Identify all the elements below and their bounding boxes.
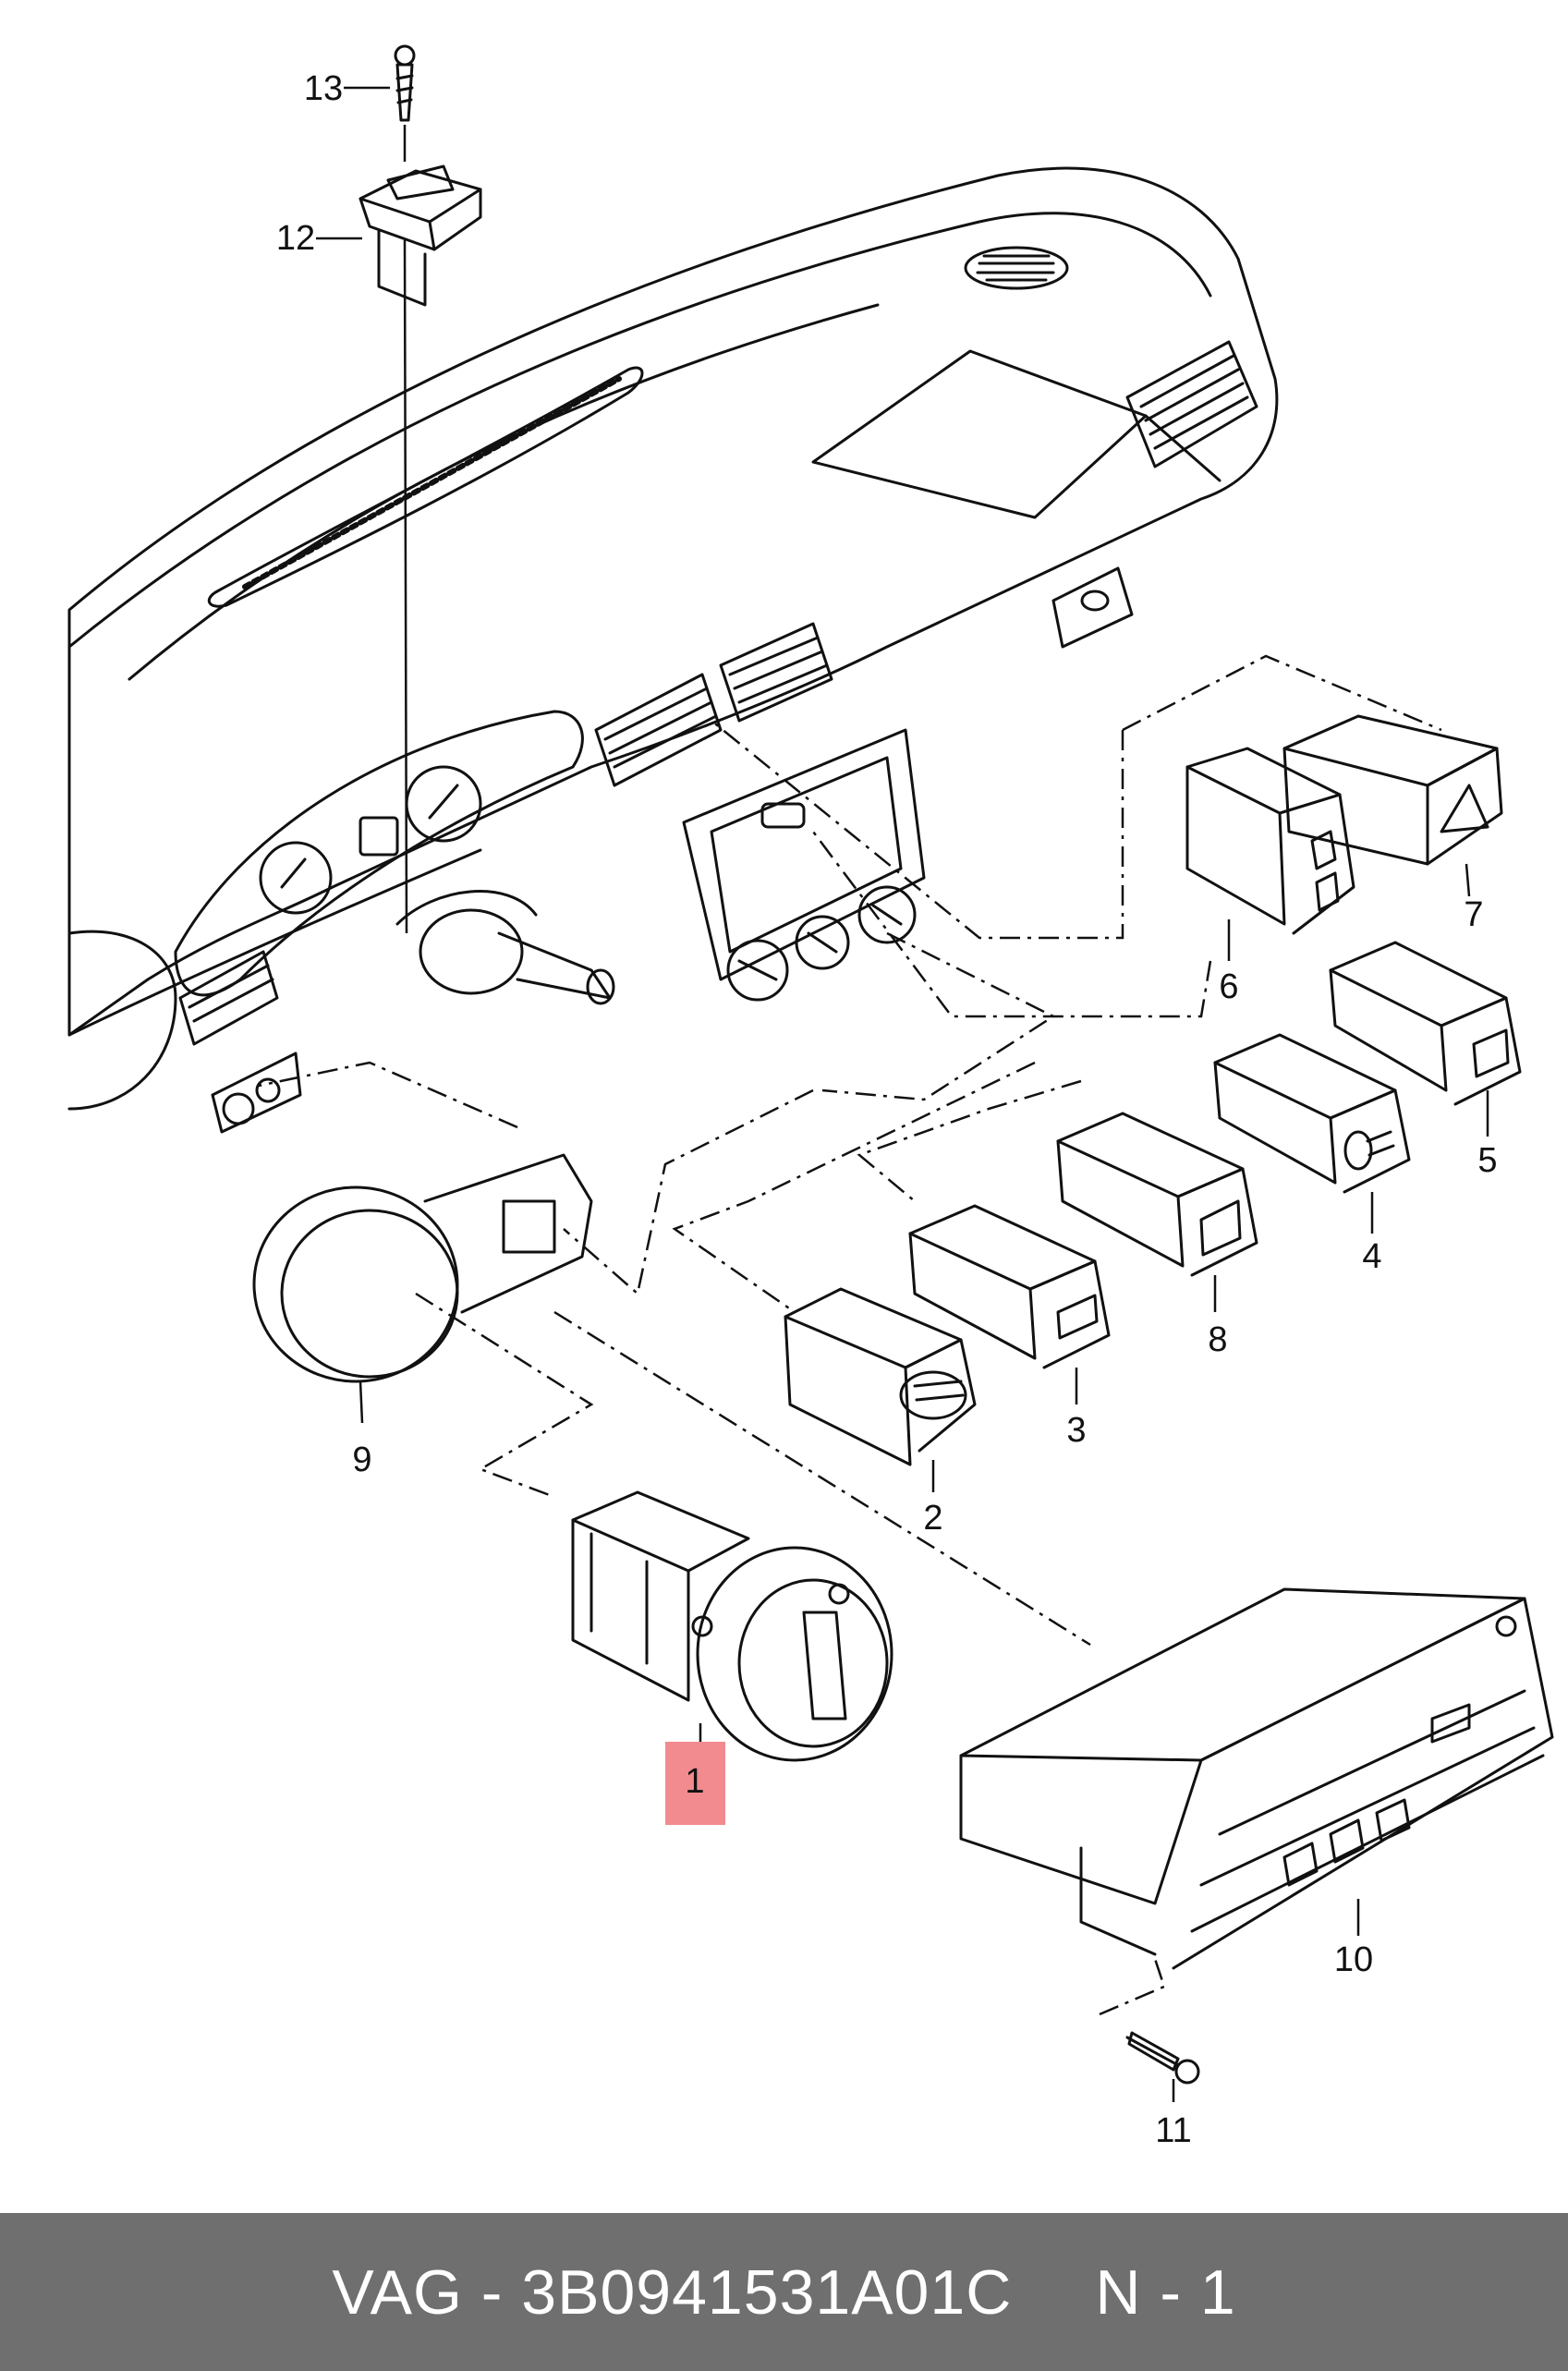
part-label-10[interactable]: 10 bbox=[1334, 1940, 1373, 1979]
part-number-footer: VAG - 3B0941531A01C N - 1 bbox=[0, 2213, 1568, 2371]
part-number-text: VAG - 3B0941531A01C bbox=[332, 2256, 1013, 2328]
part-label-11[interactable]: 11 bbox=[1155, 2111, 1191, 2150]
part-2-headlight-range-control bbox=[784, 1287, 977, 1466]
part-label-1[interactable]: 1 bbox=[685, 1762, 704, 1801]
part-label-4[interactable]: 4 bbox=[1362, 1237, 1381, 1276]
part-label-9[interactable]: 9 bbox=[352, 1441, 371, 1479]
part-12-sensor-housing bbox=[359, 164, 482, 307]
part-label-13[interactable]: 13 bbox=[304, 69, 343, 108]
speaker-grille bbox=[964, 246, 1069, 290]
highlight-box bbox=[665, 1742, 725, 1825]
leader-lines bbox=[316, 86, 1489, 2102]
right-air-vent bbox=[1125, 340, 1258, 468]
exploded-parts-diagram: 1 2 3 4 5 6 7 8 9 10 11 12 13 bbox=[67, 44, 1554, 2150]
part-label-2[interactable]: 2 bbox=[923, 1499, 942, 1538]
part-label-3[interactable]: 3 bbox=[1066, 1411, 1086, 1450]
part-label-12[interactable]: 12 bbox=[276, 219, 315, 258]
part-label-6[interactable]: 6 bbox=[1219, 967, 1238, 1006]
glovebox-latch bbox=[1051, 566, 1134, 649]
part-10-climate-control bbox=[959, 1587, 1554, 1970]
part-label-7[interactable]: 7 bbox=[1464, 895, 1483, 934]
center-console-cavity bbox=[682, 728, 926, 1002]
part-5-switch bbox=[1329, 941, 1522, 1106]
part-1-light-switch bbox=[571, 1490, 893, 1762]
part-3-switch bbox=[908, 1204, 1111, 1369]
part-9-trim-ring bbox=[252, 1153, 593, 1383]
part-labels: 1 2 3 4 5 6 7 8 9 10 11 12 13 bbox=[276, 69, 1498, 2150]
part-4-dimmer-switch bbox=[1213, 1033, 1411, 1194]
left-air-vent bbox=[178, 950, 302, 1134]
part-13-screw bbox=[394, 44, 416, 122]
part-11-screw bbox=[1125, 2031, 1200, 2085]
assembly-dash-lines bbox=[258, 654, 1442, 2016]
part-label-8[interactable]: 8 bbox=[1208, 1320, 1227, 1359]
steering-column bbox=[395, 890, 615, 1005]
part-6-switch bbox=[1185, 747, 1355, 935]
quantity-text: N - 1 bbox=[1095, 2256, 1236, 2328]
part-label-5[interactable]: 5 bbox=[1477, 1141, 1497, 1180]
part-7-hazard-switch bbox=[1282, 714, 1503, 866]
part-8-switch bbox=[1056, 1112, 1258, 1277]
center-air-vents bbox=[594, 622, 833, 787]
defroster-vent bbox=[207, 366, 644, 608]
